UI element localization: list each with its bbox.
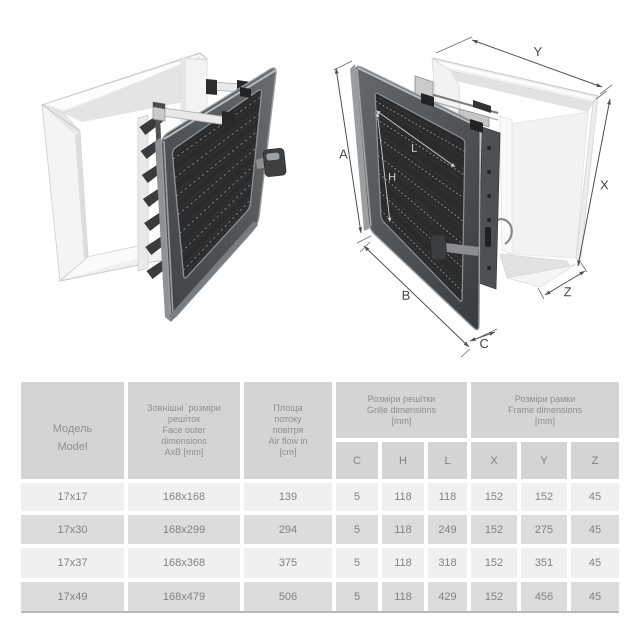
svg-text:H: H (388, 172, 396, 184)
svg-text:L: L (411, 143, 417, 155)
svg-text:B: B (402, 288, 411, 303)
svg-text:A: A (339, 147, 348, 162)
svg-text:Y: Y (533, 44, 542, 59)
svg-text:Z: Z (564, 284, 572, 299)
svg-text:C: C (479, 336, 488, 351)
svg-text:X: X (600, 177, 609, 192)
